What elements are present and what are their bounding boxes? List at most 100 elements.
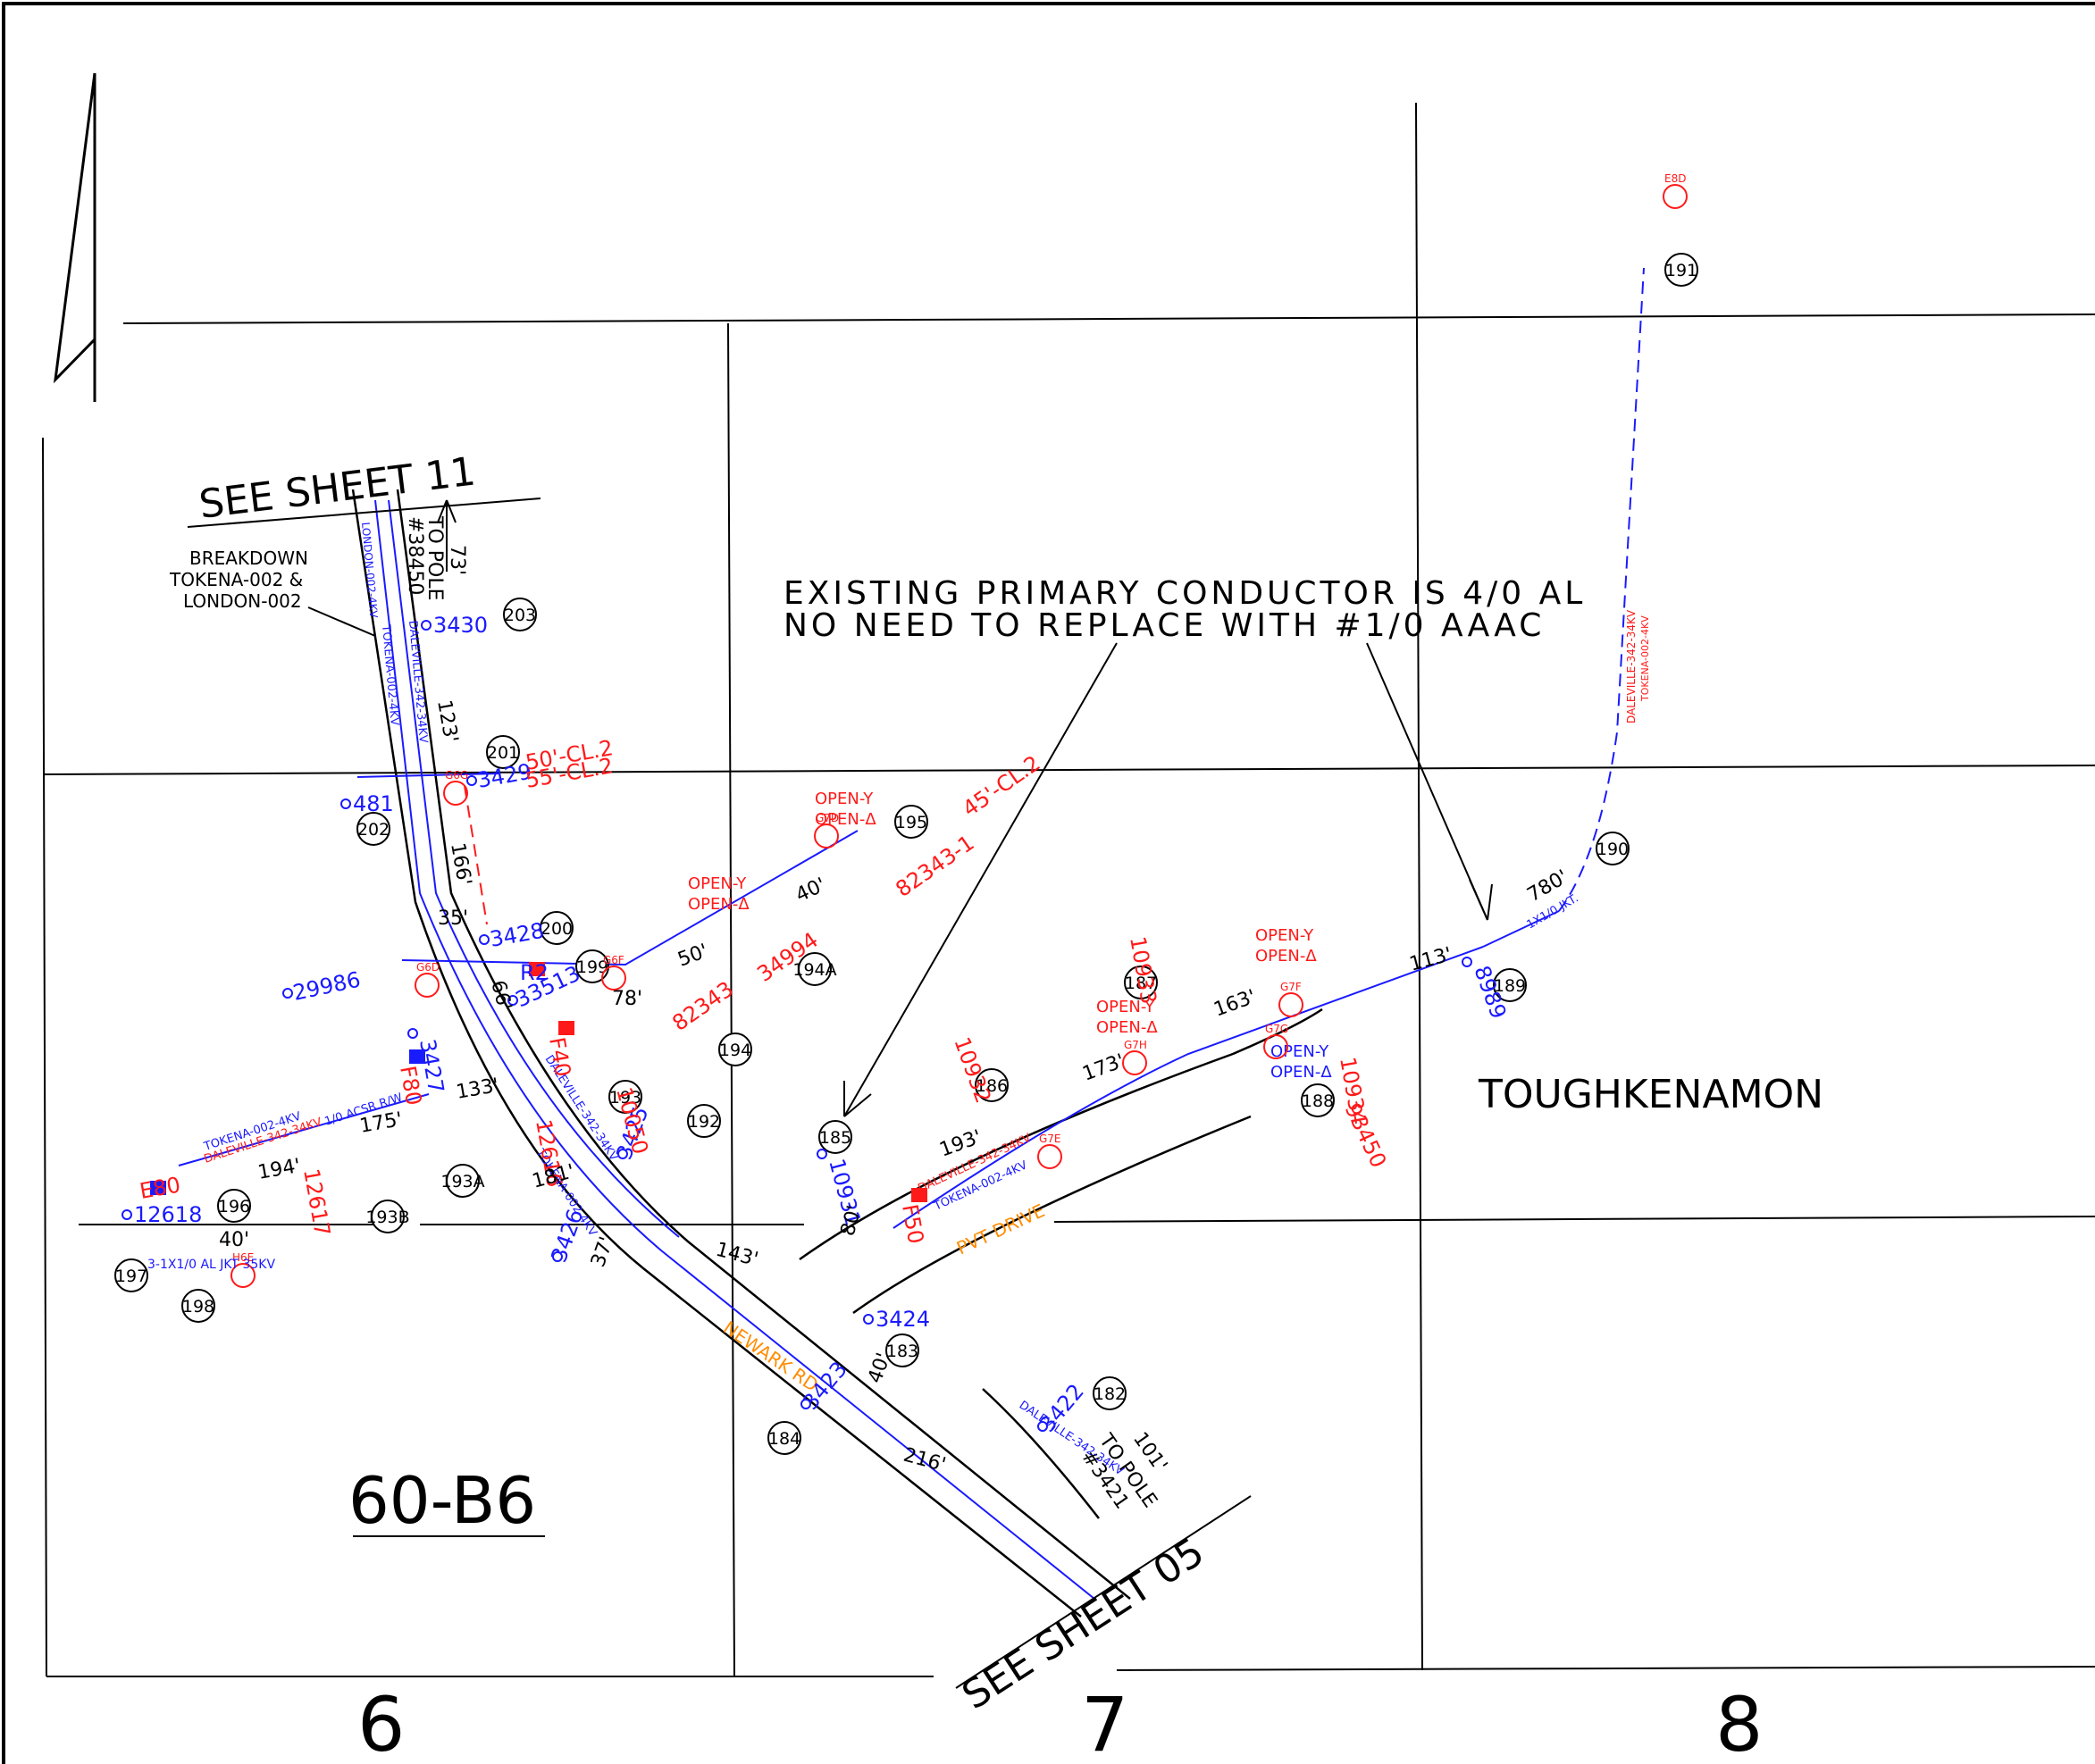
transformer: E8D [1663, 172, 1688, 209]
fuse: E80 [138, 1172, 182, 1204]
svg-text:195: 195 [895, 813, 927, 832]
switch-notes: OPEN-YOPEN-ΔOPEN-YOPEN-ΔOPEN-YOPEN-ΔOPEN… [688, 790, 1332, 1082]
svg-text:184: 184 [768, 1429, 800, 1449]
road-newark: NEWARK RD [719, 1317, 822, 1395]
span-length: 216' [901, 1444, 948, 1477]
svg-text:G7D: G7D [816, 812, 839, 824]
svg-text:188: 188 [1302, 1091, 1334, 1111]
location-marker: 194A [792, 952, 837, 986]
pole-note: 45'-CL.2 [958, 750, 1044, 822]
pole-marker [1037, 1421, 1048, 1432]
to-pole-top: TO POLE [423, 515, 446, 601]
roads [351, 489, 1323, 1618]
svg-text:OPEN-Δ: OPEN-Δ [1255, 947, 1317, 966]
svg-text:201: 201 [487, 743, 519, 763]
pole-note: 82343-1 [891, 830, 978, 901]
north-arrow [53, 72, 96, 402]
pole-note: 93450 [1340, 1099, 1392, 1172]
svg-text:H6E: H6E [232, 1251, 254, 1264]
pole-marker [479, 934, 490, 945]
location-marker: 192 [687, 1104, 721, 1138]
to-pole-top-dist: 73' [446, 545, 468, 575]
transformer: G6G [443, 769, 468, 806]
transformer: H6E [230, 1251, 256, 1288]
svg-text:OPEN-Y: OPEN-Y [815, 790, 874, 808]
location-marker: 184 [767, 1421, 801, 1455]
span-length: 123' [432, 698, 462, 745]
transformer: G7F [1278, 981, 1303, 1017]
location-marker: 188 [1301, 1083, 1335, 1117]
grid-label: 60-B6 [348, 1463, 536, 1538]
span-length: 40' [219, 1229, 249, 1251]
svg-text:191: 191 [1665, 261, 1697, 280]
location-marker: 187 [1124, 966, 1158, 999]
breakdown-2: TOKENA-002 & [169, 569, 303, 590]
svg-text:194: 194 [719, 1041, 751, 1060]
span-length: 35' [438, 907, 468, 930]
pole-marker [863, 1314, 874, 1325]
svg-text:192: 192 [688, 1112, 720, 1132]
breakdown-1: BREAKDOWN [189, 548, 308, 569]
transformer: G6F [601, 954, 626, 991]
svg-text:R2: R2 [520, 960, 549, 985]
svg-text:199: 199 [576, 957, 608, 977]
fuse: R2 [520, 960, 549, 985]
location-marker: 185 [818, 1120, 852, 1154]
pole-number: 29986 [290, 967, 363, 1006]
svg-text:203: 203 [504, 606, 536, 625]
svg-text:OPEN-Y: OPEN-Y [688, 874, 747, 893]
location-marker: 189 [1493, 968, 1527, 1002]
pole-number: 3424 [876, 1307, 930, 1332]
svg-text:185: 185 [819, 1128, 851, 1148]
location-marker: 197 [114, 1258, 148, 1292]
span-length: 173' [1080, 1050, 1128, 1086]
transformer: G7H [1122, 1039, 1147, 1075]
location-marker: 200 [540, 911, 574, 945]
span-length: 78' [612, 988, 642, 1010]
breakdown-3: LONDON-002 [183, 590, 302, 612]
note-leaders [843, 642, 1493, 1117]
road-pvt: PVT DRIVE [953, 1200, 1048, 1258]
svg-text:G7F: G7F [1280, 981, 1302, 993]
proposed-dashed-red [464, 785, 488, 925]
pole-marker [466, 775, 477, 786]
circuit-daleville-1: DALEVILLE-342-34KV [406, 620, 430, 744]
location-marker: 203 [503, 598, 537, 631]
pole-marker [507, 995, 518, 1006]
span-length: 37' [587, 1234, 618, 1271]
location-marker: 196 [217, 1189, 251, 1223]
span-length: 163' [1211, 986, 1260, 1022]
svg-text:193A: 193A [440, 1172, 484, 1191]
location-marker: 193 [608, 1080, 642, 1114]
svg-text:G6D: G6D [416, 961, 440, 974]
location-marker: 198 [181, 1289, 215, 1323]
transformer: G7E [1037, 1133, 1062, 1169]
pole-marker [617, 1149, 628, 1159]
span-length: 143' [713, 1239, 760, 1272]
pole-marker [1462, 957, 1472, 967]
location-marker: 193B [365, 1200, 410, 1233]
circuit-london-1: LONDON-002-4KV [359, 522, 380, 619]
location-marker: 182 [1093, 1376, 1127, 1410]
location-marker: 201 [486, 735, 520, 769]
svg-text:OPEN-Δ: OPEN-Δ [1096, 1018, 1158, 1037]
location-marker: 193A [440, 1164, 485, 1198]
svg-text:190: 190 [1596, 840, 1629, 859]
span-length: 40' [792, 874, 829, 907]
svg-text:F40: F40 [544, 1035, 575, 1079]
pole-marker [282, 988, 293, 999]
svg-text:187: 187 [1125, 974, 1157, 993]
col-label-6: 6 [357, 1681, 405, 1764]
svg-text:182: 182 [1094, 1384, 1126, 1404]
span-length: 133' [455, 1074, 501, 1104]
svg-text:G7H: G7H [1124, 1039, 1147, 1051]
span-length: 50' [675, 941, 712, 972]
span-length: 194' [256, 1155, 303, 1184]
pole-marker [407, 1028, 418, 1039]
